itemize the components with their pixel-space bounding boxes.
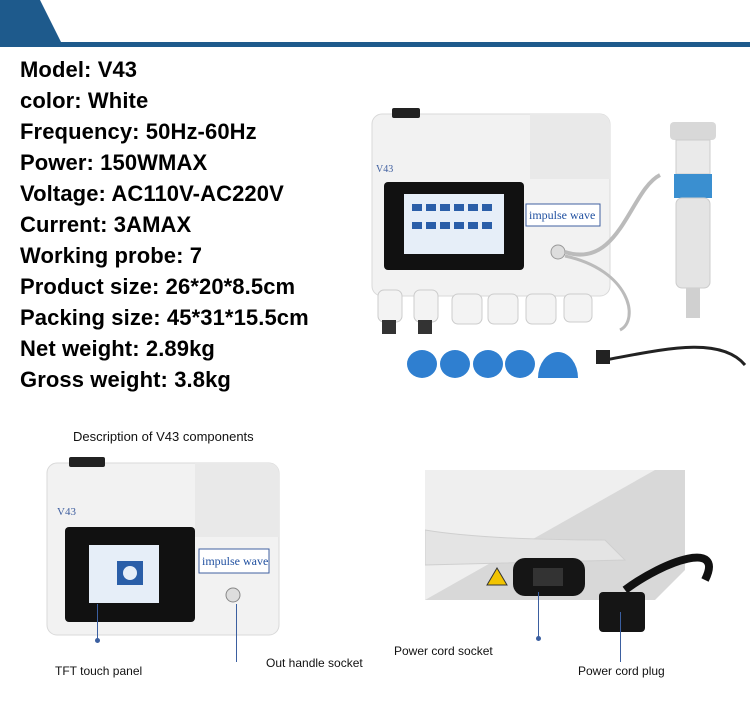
- spec-frequency: Frequency: 50Hz-60Hz: [20, 119, 257, 144]
- spec-current: Current: 3AMAX: [20, 212, 192, 237]
- callout-tft: [97, 604, 98, 640]
- callout-power-plug: [620, 612, 621, 662]
- spec-model: Model: V43: [20, 57, 138, 82]
- callout-dot-tft: [95, 638, 100, 643]
- spec-working-probe: Working probe: 7: [20, 243, 203, 268]
- caption-out-handle-socket: Out handle socket: [266, 656, 363, 670]
- spec-list: Model: V43 color: White Frequency: 50Hz-…: [20, 54, 309, 395]
- callout-handle: [236, 604, 237, 662]
- spec-gross-weight: Gross weight: 3.8kg: [20, 367, 231, 392]
- spec-voltage: Voltage: AC110V-AC220V: [20, 181, 284, 206]
- spec-product-size: Product size: 26*20*8.5cm: [20, 274, 296, 299]
- spec-color: color: White: [20, 88, 149, 113]
- spec-power: Power: 150WMAX: [20, 150, 208, 175]
- caption-tft-touch-panel: TFT touch panel: [55, 664, 143, 678]
- caption-power-cord-socket: Power cord socket: [394, 644, 493, 658]
- header-banner: [0, 0, 750, 47]
- front-panel-model-badge: V43: [57, 506, 76, 518]
- callout-dot-power-socket: [536, 636, 541, 641]
- callout-power-socket: [538, 592, 539, 638]
- product-photo-front-panel: V43 impulse wave: [46, 457, 280, 636]
- front-panel-brand-label: impulse wave: [202, 554, 268, 568]
- components-title: Description of V43 components: [73, 429, 254, 444]
- product-photo-rear-socket: [425, 470, 713, 632]
- product-photo-main: V43 impulse wave: [371, 108, 747, 378]
- spec-packing-size: Packing size: 45*31*15.5cm: [20, 305, 309, 330]
- caption-power-cord-plug: Power cord plug: [578, 664, 665, 678]
- device-brand-label: impulse wave: [529, 208, 595, 222]
- spec-net-weight: Net weight: 2.89kg: [20, 336, 215, 361]
- device-model-badge: V43: [376, 164, 393, 175]
